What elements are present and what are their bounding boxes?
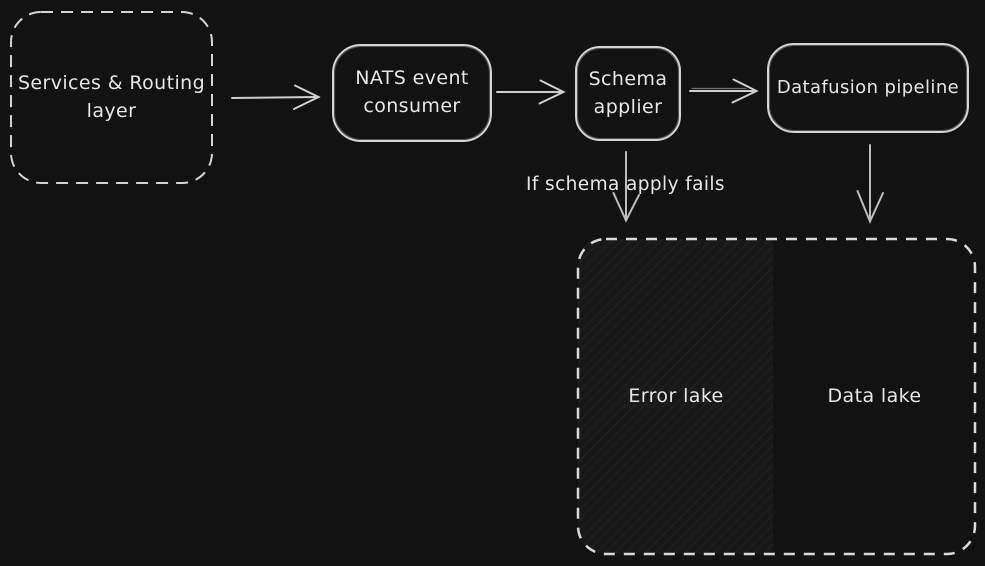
- arrow-datafusion-to-data-lake: [856, 144, 884, 225]
- arrow-schema-to-error-lake: [612, 151, 640, 223]
- arrow-nats-to-schema: [496, 79, 566, 105]
- nats-node-box-sketch: [334, 46, 490, 140]
- lakes-container-box: [576, 237, 977, 556]
- schema-node-box-sketch: [577, 48, 679, 139]
- datafusion-node-box-sketch: [769, 45, 967, 131]
- schema-node-box: [575, 46, 681, 141]
- arrow-services-to-nats: [231, 84, 321, 110]
- datafusion-node-box: [767, 43, 969, 133]
- nats-node-box: [332, 44, 492, 142]
- arrow-schema-to-datafusion: [689, 78, 759, 104]
- error-lake-hatched-zone: [578, 239, 773, 554]
- services-node-box: [10, 11, 213, 184]
